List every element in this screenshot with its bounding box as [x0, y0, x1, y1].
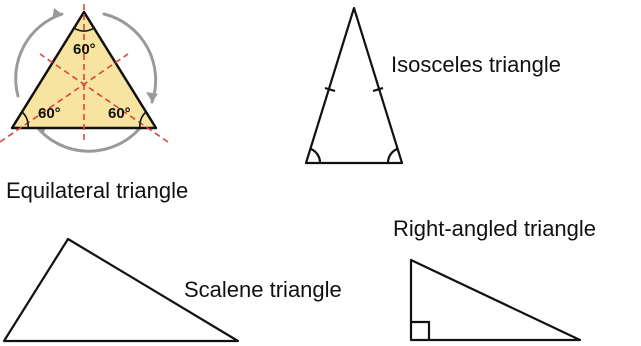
- equilateral-triangle-figure: 60° 60° 60°: [0, 4, 169, 153]
- equilateral-triangle-label: Equilateral triangle: [6, 178, 189, 203]
- equilateral-angle-left: 60°: [38, 105, 61, 122]
- isosceles-triangle-figure: [304, 6, 404, 165]
- equilateral-angle-top: 60°: [73, 41, 96, 58]
- symmetry-axes: [0, 4, 169, 143]
- scalene-triangle-figure: [2, 237, 240, 343]
- isosceles-angle-right: [386, 147, 398, 164]
- equilateral-angle-right: 60°: [108, 105, 131, 122]
- isosceles-triangle-label: Isosceles triangle: [391, 52, 561, 77]
- scalene-triangle-shape: [2, 237, 240, 343]
- equilateral-angle-arcs: [21, 27, 147, 129]
- isosceles-angle-left: [310, 147, 322, 164]
- right-angled-triangle-figure: [409, 258, 582, 342]
- right-angle-marker: [411, 320, 431, 340]
- isosceles-triangle-shape: [304, 6, 404, 165]
- scalene-triangle-label: Scalene triangle: [184, 277, 342, 302]
- isosceles-tick-left: [324, 86, 336, 93]
- right-angled-triangle-label: Right-angled triangle: [393, 216, 597, 241]
- isosceles-tick-right: [372, 86, 384, 93]
- right-angled-triangle-shape: [409, 258, 582, 342]
